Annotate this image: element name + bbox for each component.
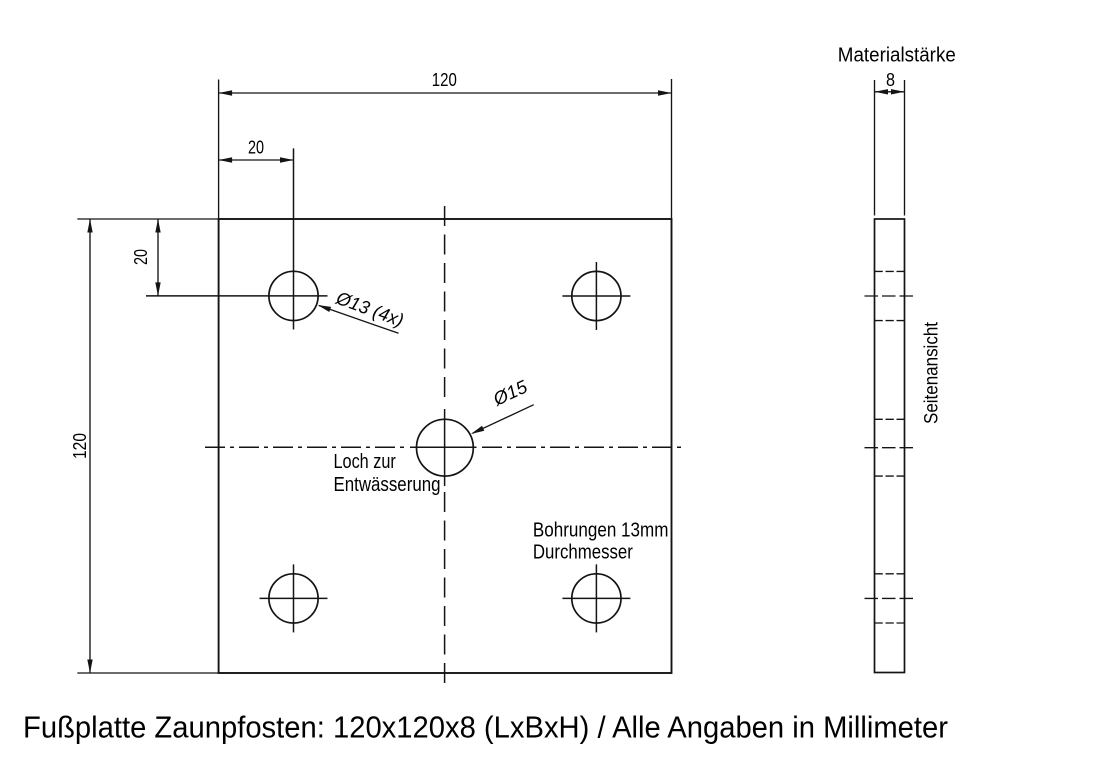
svg-text:Entwässerung: Entwässerung [334, 474, 441, 496]
svg-text:120: 120 [70, 433, 90, 459]
svg-text:20: 20 [131, 249, 151, 265]
svg-text:Fußplatte Zaunpfosten: 120x120: Fußplatte Zaunpfosten: 120x120x8 (LxBxH)… [23, 709, 948, 744]
svg-text:Durchmesser: Durchmesser [533, 541, 633, 563]
svg-text:Seitenansicht: Seitenansicht [922, 321, 943, 424]
svg-text:Loch zur: Loch zur [334, 451, 397, 473]
svg-text:8: 8 [886, 70, 895, 90]
svg-text:Bohrungen 13mm: Bohrungen 13mm [533, 519, 669, 541]
svg-text:20: 20 [248, 138, 264, 158]
svg-text:120: 120 [432, 70, 457, 90]
svg-text:Materialstärke: Materialstärke [838, 44, 956, 67]
